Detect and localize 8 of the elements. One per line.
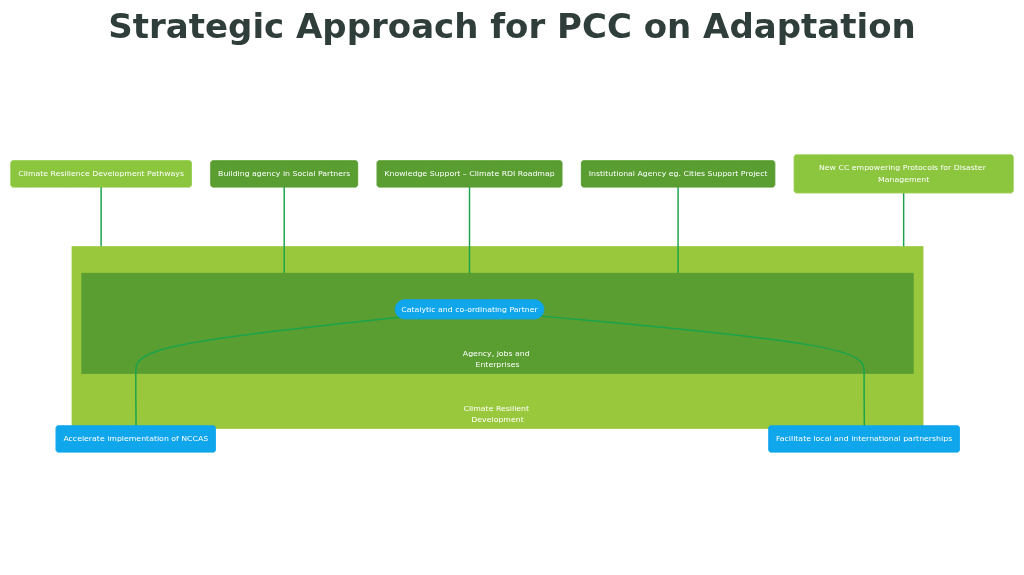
connector	[677, 186, 679, 274]
connector	[902, 192, 905, 248]
connector	[540, 315, 866, 427]
connector	[468, 186, 471, 274]
diagram-title: Strategic Approach for PCC on Adaptation	[107, 6, 917, 46]
connector	[135, 316, 401, 427]
connector	[100, 186, 102, 248]
connector	[283, 186, 285, 274]
